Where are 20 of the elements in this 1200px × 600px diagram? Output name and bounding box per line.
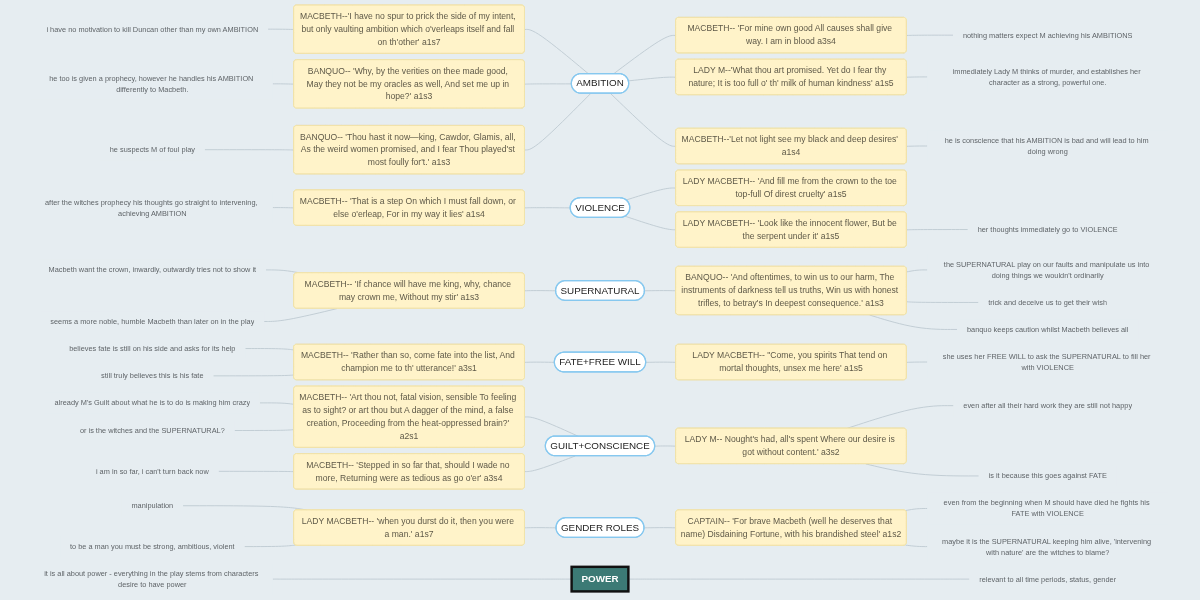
connector: [244, 348, 295, 351]
connector: [644, 290, 677, 292]
connector: [524, 28, 589, 75]
node-box: POWER: [570, 565, 630, 593]
connector: [625, 187, 677, 201]
connector: [524, 455, 576, 473]
connector: [524, 416, 579, 437]
connector: [272, 207, 295, 209]
connector: [869, 314, 958, 330]
connector: [906, 301, 979, 303]
connector: [904, 544, 928, 548]
connector: [524, 93, 592, 151]
connector: [904, 508, 928, 512]
connector: [906, 229, 969, 231]
connector: [610, 93, 677, 147]
connector: [628, 76, 677, 82]
connector: [624, 215, 677, 231]
connector: [244, 544, 296, 548]
connector: [613, 34, 677, 75]
connector: [234, 429, 295, 431]
